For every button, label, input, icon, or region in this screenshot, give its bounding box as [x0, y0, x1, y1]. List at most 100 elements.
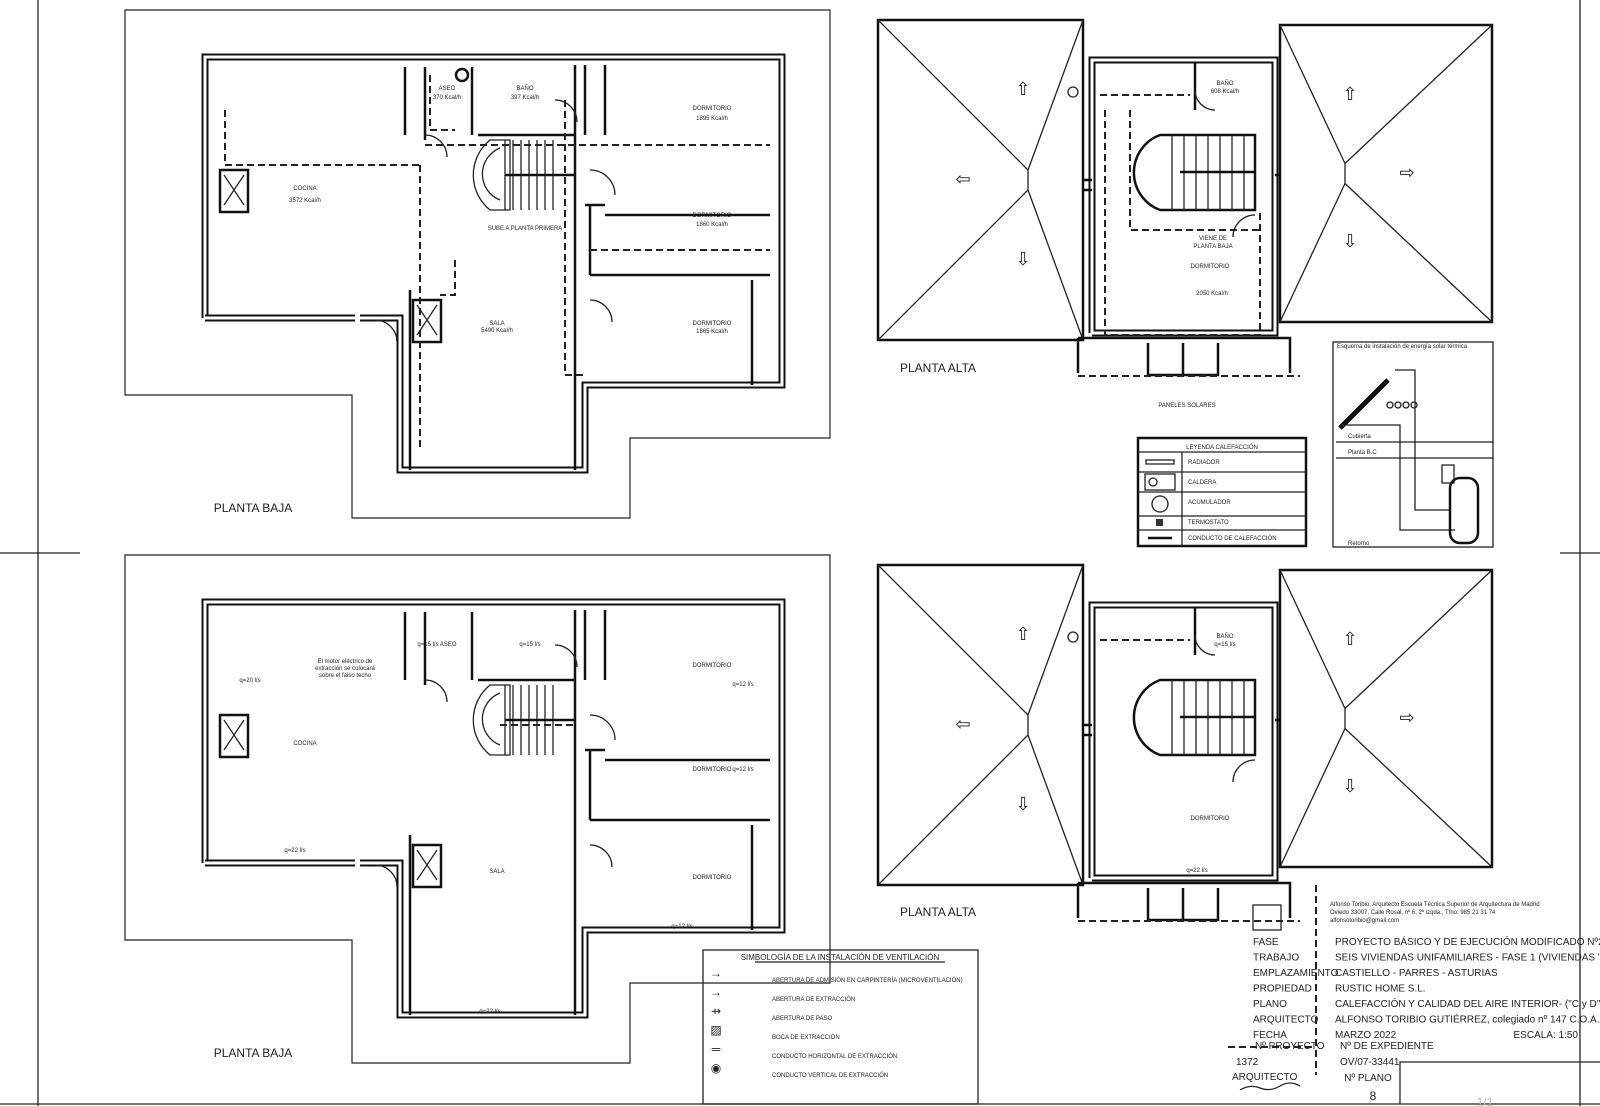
door-swing [1232, 759, 1256, 783]
heating-pipe [564, 100, 585, 376]
office-line: Alfonso Toribio, Arquitecto Escuela Técn… [1330, 902, 1540, 908]
door-swing [554, 644, 578, 668]
door-swing [424, 679, 448, 703]
heating-room-label-dorm1_val: 1895 Kcal/h [696, 116, 728, 122]
ventilation-legend: →→⇸▨═◉ [702, 949, 979, 1105]
roof-slope-arrow-icon: ⇩ [1342, 776, 1357, 796]
terrace [1076, 336, 1292, 377]
site-boundary [124, 554, 831, 1064]
ventilation-legend-box [702, 949, 979, 1105]
stair-curve-inner [481, 147, 501, 201]
stair-curve [472, 139, 511, 211]
vent-room-label-sala_q: q=22 l/s [479, 1009, 500, 1015]
heating-legend-item: CALDERA [1188, 480, 1216, 486]
upper-floor-heating-plan: ⇧⇩⇦⇧⇩⇨ [876, 18, 1494, 377]
heating-legend [1136, 436, 1308, 548]
solar-label-roof: Cubierta [1348, 434, 1371, 440]
roof-slope-arrow-icon: ⇩ [1342, 231, 1357, 251]
heating-room-label-dorm2: DORMITORIO [693, 213, 732, 219]
extraction-arrow-icon: → [710, 985, 722, 999]
fireplace [411, 298, 443, 344]
page-indicator: 1/1 [1477, 1095, 1494, 1106]
vent-room-label-motor_note_3: sobre el falso techo [319, 673, 372, 679]
heating-room-label-cocina_val: 3572 Kcal/h [289, 198, 321, 204]
vent-upper-label-dorm_q: q=22 l/s [1186, 868, 1207, 874]
title-block-value: MARZO 2022 [1335, 1030, 1397, 1041]
title-block-label: PLANO [1253, 999, 1287, 1010]
plan-title-upper-top: PLANTA ALTA [900, 361, 976, 375]
title-block [1228, 885, 1600, 1104]
door-swing [1194, 89, 1216, 111]
door-swing [589, 844, 613, 868]
door-swing [1194, 634, 1216, 656]
vertical-duct-icon: ◉ [711, 1061, 721, 1075]
ventilation-legend-item: ABERTURA DE EXTRACCIÓN [772, 996, 855, 1003]
site-boundary [124, 9, 831, 519]
architect-label: ARQUITECTO [1232, 1072, 1298, 1083]
heating-room-label-sala: SALA [489, 321, 504, 327]
project-number-label: Nº PROYECTO [1255, 1041, 1325, 1052]
solar-panel-icon [1338, 378, 1390, 430]
vent-room-label-dorm3_q: q=12 l/s [671, 924, 692, 930]
roof-slope-arrow-icon: ⇩ [1015, 794, 1030, 814]
expediente-number: OV/07-33441 [1340, 1057, 1400, 1068]
roof-outline [876, 563, 1085, 887]
fireplace-hood [416, 849, 438, 881]
vent-upper-label-bano_q: q=15 l/s [1214, 642, 1235, 648]
vent-room-label-dorm1_q: q=12 l/s [732, 682, 753, 688]
solar-label-floor: Planta B.C [1348, 450, 1377, 456]
door-swing [424, 134, 448, 158]
horizontal-duct-icon: ═ [711, 1042, 721, 1056]
ventilation-legend-item: ABERTURA DE ADMISIÓN EN CARPINTERÍA (MIC… [772, 977, 963, 984]
vent-upper-label-dorm: DORMITORIO [1191, 816, 1230, 822]
ventilation-legend-title: SIMBOLOGÍA DE LA INSTALACIÓN DE VENTILAC… [741, 953, 940, 962]
roof-outline [1278, 23, 1494, 324]
expansion-vessel-icon [1441, 464, 1455, 484]
door-swing [589, 299, 613, 323]
title-block-label: FASE [1253, 937, 1279, 948]
title-block-value: ALFONSO TORIBIO GUTIÉRREZ, colegiado nº … [1335, 1013, 1600, 1026]
boiler-icon [1144, 473, 1176, 491]
plan-title-ground-top: PLANTA BAJA [214, 501, 292, 515]
roof-slope-arrow-icon: ⇧ [1342, 629, 1357, 649]
roof-slope-arrow-icon: ⇦ [955, 714, 970, 734]
solar-schematic-box [1332, 341, 1494, 548]
heating-room-label-aseo: ASEO [439, 86, 456, 92]
roof-slope-arrow-icon: ⇧ [1015, 79, 1030, 99]
plan-number: 8 [1370, 1089, 1377, 1103]
fireplace [218, 713, 250, 759]
downpipe-icon [1067, 86, 1079, 98]
boiler-icon [454, 67, 470, 83]
roof-hip-lines [1279, 24, 1493, 323]
vent-room-label-dorm1: DORMITORIO [693, 663, 732, 669]
ventilation-legend-item: CONDUCTO VERTICAL DE EXTRACCIÓN [772, 1072, 888, 1079]
roof-outline [1278, 568, 1494, 869]
vent-room-label-motor_note_1: El motor eléctrico de [318, 659, 373, 665]
terrace [1076, 881, 1292, 922]
plan-title-ground-bottom: PLANTA BAJA [214, 1046, 292, 1060]
stair [1132, 133, 1257, 212]
heating-room-label-bano: BAÑO [516, 85, 533, 92]
exterior-wall-inner [1090, 58, 1277, 335]
plan-number-label: Nº PLANO [1344, 1073, 1392, 1084]
title-block-value: RUSTIC HOME S.L. [1335, 984, 1426, 995]
scale-label: ESCALA: 1:50 [1514, 1030, 1579, 1041]
valve-icon [1394, 401, 1402, 409]
vent-room-label-dorm2_q: q=12 l/s [732, 767, 753, 773]
heating-room-label-dorm1: DORMITORIO [693, 106, 732, 112]
upper-label-dorm_val: 2050 Kcal/h [1196, 291, 1228, 297]
ground-floor-heating-plan [124, 9, 831, 519]
valve-icon [1402, 401, 1410, 409]
fireplace [411, 843, 443, 889]
solar-title: Esquema de instalación de energía solar … [1337, 344, 1468, 350]
vent-room-label-cocina_q2: q=22 l/s [284, 848, 305, 854]
door-swing [554, 99, 578, 123]
extraction-outlet-icon: ▨ [710, 1023, 721, 1037]
heating-legend-title: LEYENDA CALEFACCIÓN [1186, 444, 1258, 451]
door-swing [1232, 214, 1256, 238]
office-line: alfonsotoribio@gmail.com [1330, 918, 1399, 924]
vent-room-label-cocina: COCINA [293, 741, 316, 747]
downpipe-icon [1067, 631, 1079, 643]
heating-room-label-stairs_note: SUBE A PLANTA PRIMERA [488, 226, 563, 232]
upper-label-stairs_note_2: PLANTA BAJA [1193, 244, 1232, 250]
